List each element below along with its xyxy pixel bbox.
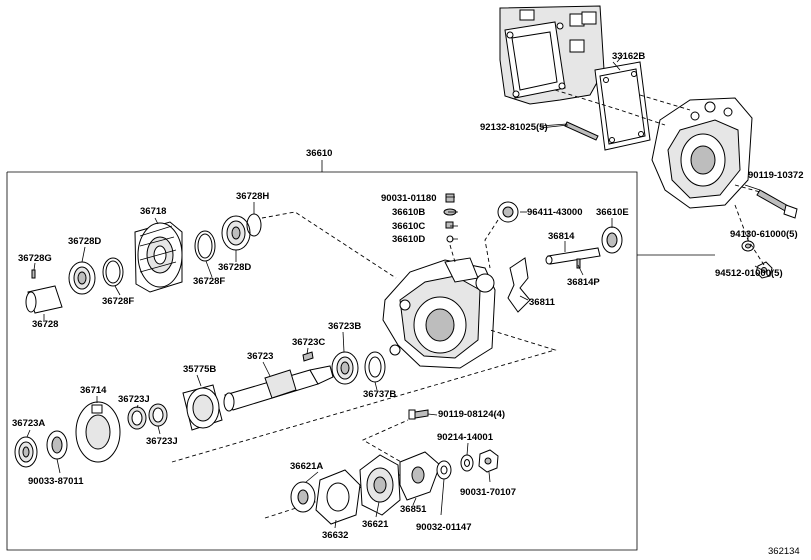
label-36728h[interactable]: 36728H: [236, 191, 270, 202]
bolt-90119-10372: [756, 189, 798, 219]
washer-90032: [436, 460, 452, 480]
label-36811[interactable]: 36811: [529, 297, 555, 308]
sleeve-35775b: [182, 384, 223, 431]
snap-ring-36728f-right: [194, 230, 216, 262]
label-36718[interactable]: 36718: [140, 206, 167, 217]
nut-94512: [755, 261, 773, 279]
leader-top-2: [639, 94, 691, 111]
pto-housing-36610: [382, 257, 496, 369]
label-36632[interactable]: 36632: [322, 530, 349, 541]
label-36851[interactable]: 36851: [400, 504, 427, 515]
diagram-id: 362134: [768, 546, 800, 557]
label-94130-61000[interactable]: 94130-61000(5): [730, 229, 798, 240]
gasket-33162b: [594, 54, 651, 151]
label-36610b[interactable]: 36610B: [392, 207, 426, 218]
bearing-36723a: [14, 436, 38, 468]
shim-36737b: [364, 351, 386, 383]
label-36610c[interactable]: 36610C: [392, 221, 426, 232]
label-36723j-b[interactable]: 36723J: [146, 436, 178, 447]
leader-top: [554, 89, 666, 126]
shaft-36728: [25, 285, 63, 314]
label-36728d-left[interactable]: 36728D: [68, 236, 102, 247]
bracket-36851: [399, 451, 441, 501]
leader-seal: [484, 219, 499, 269]
label-leaders: [26, 61, 763, 529]
key-36723c: [302, 351, 314, 362]
seal-36621a: [290, 481, 316, 513]
label-90033-87011[interactable]: 90033-87011: [28, 476, 84, 487]
shaft-36723: [223, 365, 334, 412]
label-36728g[interactable]: 36728G: [18, 253, 52, 264]
bearing-36728d-right: [221, 215, 251, 251]
label-94512-01000[interactable]: 94512-01000(5): [715, 268, 783, 279]
washer-94130: [741, 240, 755, 252]
leader-main-lower: [171, 329, 557, 463]
leader-bolt: [734, 184, 761, 193]
label-96411-43000[interactable]: 96411-43000: [527, 207, 583, 218]
pto-housing-right: [651, 97, 753, 209]
label-90031-70107[interactable]: 90031-70107: [460, 487, 516, 498]
cover-36621: [359, 454, 401, 516]
shift-fork-36811: [507, 257, 531, 313]
label-36723c[interactable]: 36723C: [292, 337, 326, 348]
label-90214-14001[interactable]: 90214-14001: [437, 432, 493, 443]
label-90119-08124[interactable]: 90119-08124(4): [438, 409, 506, 420]
label-36723j-a[interactable]: 36723J: [118, 394, 150, 405]
leader-36728: [261, 211, 397, 279]
collar-90033: [46, 430, 68, 460]
plug-90031-01180: [445, 193, 455, 203]
gasket-36632: [315, 469, 361, 525]
label-36728f-right[interactable]: 36728F: [193, 276, 226, 287]
gear-36714: [75, 401, 121, 463]
bolt-90119-08124: [408, 409, 429, 420]
label-36728[interactable]: 36728: [32, 319, 59, 330]
label-36814[interactable]: 36814: [548, 231, 575, 242]
label-36737b[interactable]: 36737B: [363, 389, 397, 400]
ring-36728h: [246, 213, 262, 237]
part-36610c: [445, 221, 454, 229]
label-36723b[interactable]: 36723B: [328, 321, 362, 332]
label-36610e[interactable]: 36610E: [596, 207, 629, 218]
label-90031-01180[interactable]: 90031-01180: [381, 193, 437, 204]
nut-90031-70107: [478, 449, 499, 473]
leader-fittings: [449, 244, 456, 263]
needle-bearing-36723j-b: [148, 403, 168, 427]
label-36621a[interactable]: 36621A: [290, 461, 324, 472]
oil-seal-96411: [497, 201, 519, 223]
label-36728f-left[interactable]: 36728F: [102, 296, 135, 307]
label-35775b[interactable]: 35775B: [183, 364, 217, 375]
label-36610d[interactable]: 36610D: [392, 234, 426, 245]
seal-36610e: [601, 226, 623, 254]
transmission-case-fragment: [499, 5, 605, 105]
needle-bearing-36723j-a: [127, 406, 147, 430]
bearing-36723b: [331, 351, 359, 385]
shift-shaft-36814: [545, 247, 601, 265]
label-36723a[interactable]: 36723A: [12, 418, 46, 429]
gear-36718: [134, 221, 183, 293]
bearing-36728d-left: [68, 261, 96, 295]
label-36723[interactable]: 36723: [247, 351, 274, 362]
label-90032-01147[interactable]: 90032-01147: [416, 522, 472, 533]
washer-90214: [460, 454, 474, 472]
label-36814p[interactable]: 36814P: [567, 277, 600, 288]
label-36728d-right[interactable]: 36728D: [218, 262, 252, 273]
label-36714[interactable]: 36714: [80, 385, 107, 396]
label-36621[interactable]: 36621: [362, 519, 389, 530]
pin-36814p: [576, 258, 581, 269]
label-36610[interactable]: 36610: [306, 148, 333, 159]
label-92132-81025[interactable]: 92132-81025(5): [480, 122, 548, 133]
snap-ring-36728f-left: [102, 257, 124, 287]
group-frame: [6, 171, 638, 551]
label-90119-10372[interactable]: 90119-10372: [748, 170, 804, 181]
stud-92132: [539, 121, 599, 141]
label-33162b[interactable]: 33162B: [612, 51, 646, 62]
pin-36728g: [31, 269, 36, 279]
